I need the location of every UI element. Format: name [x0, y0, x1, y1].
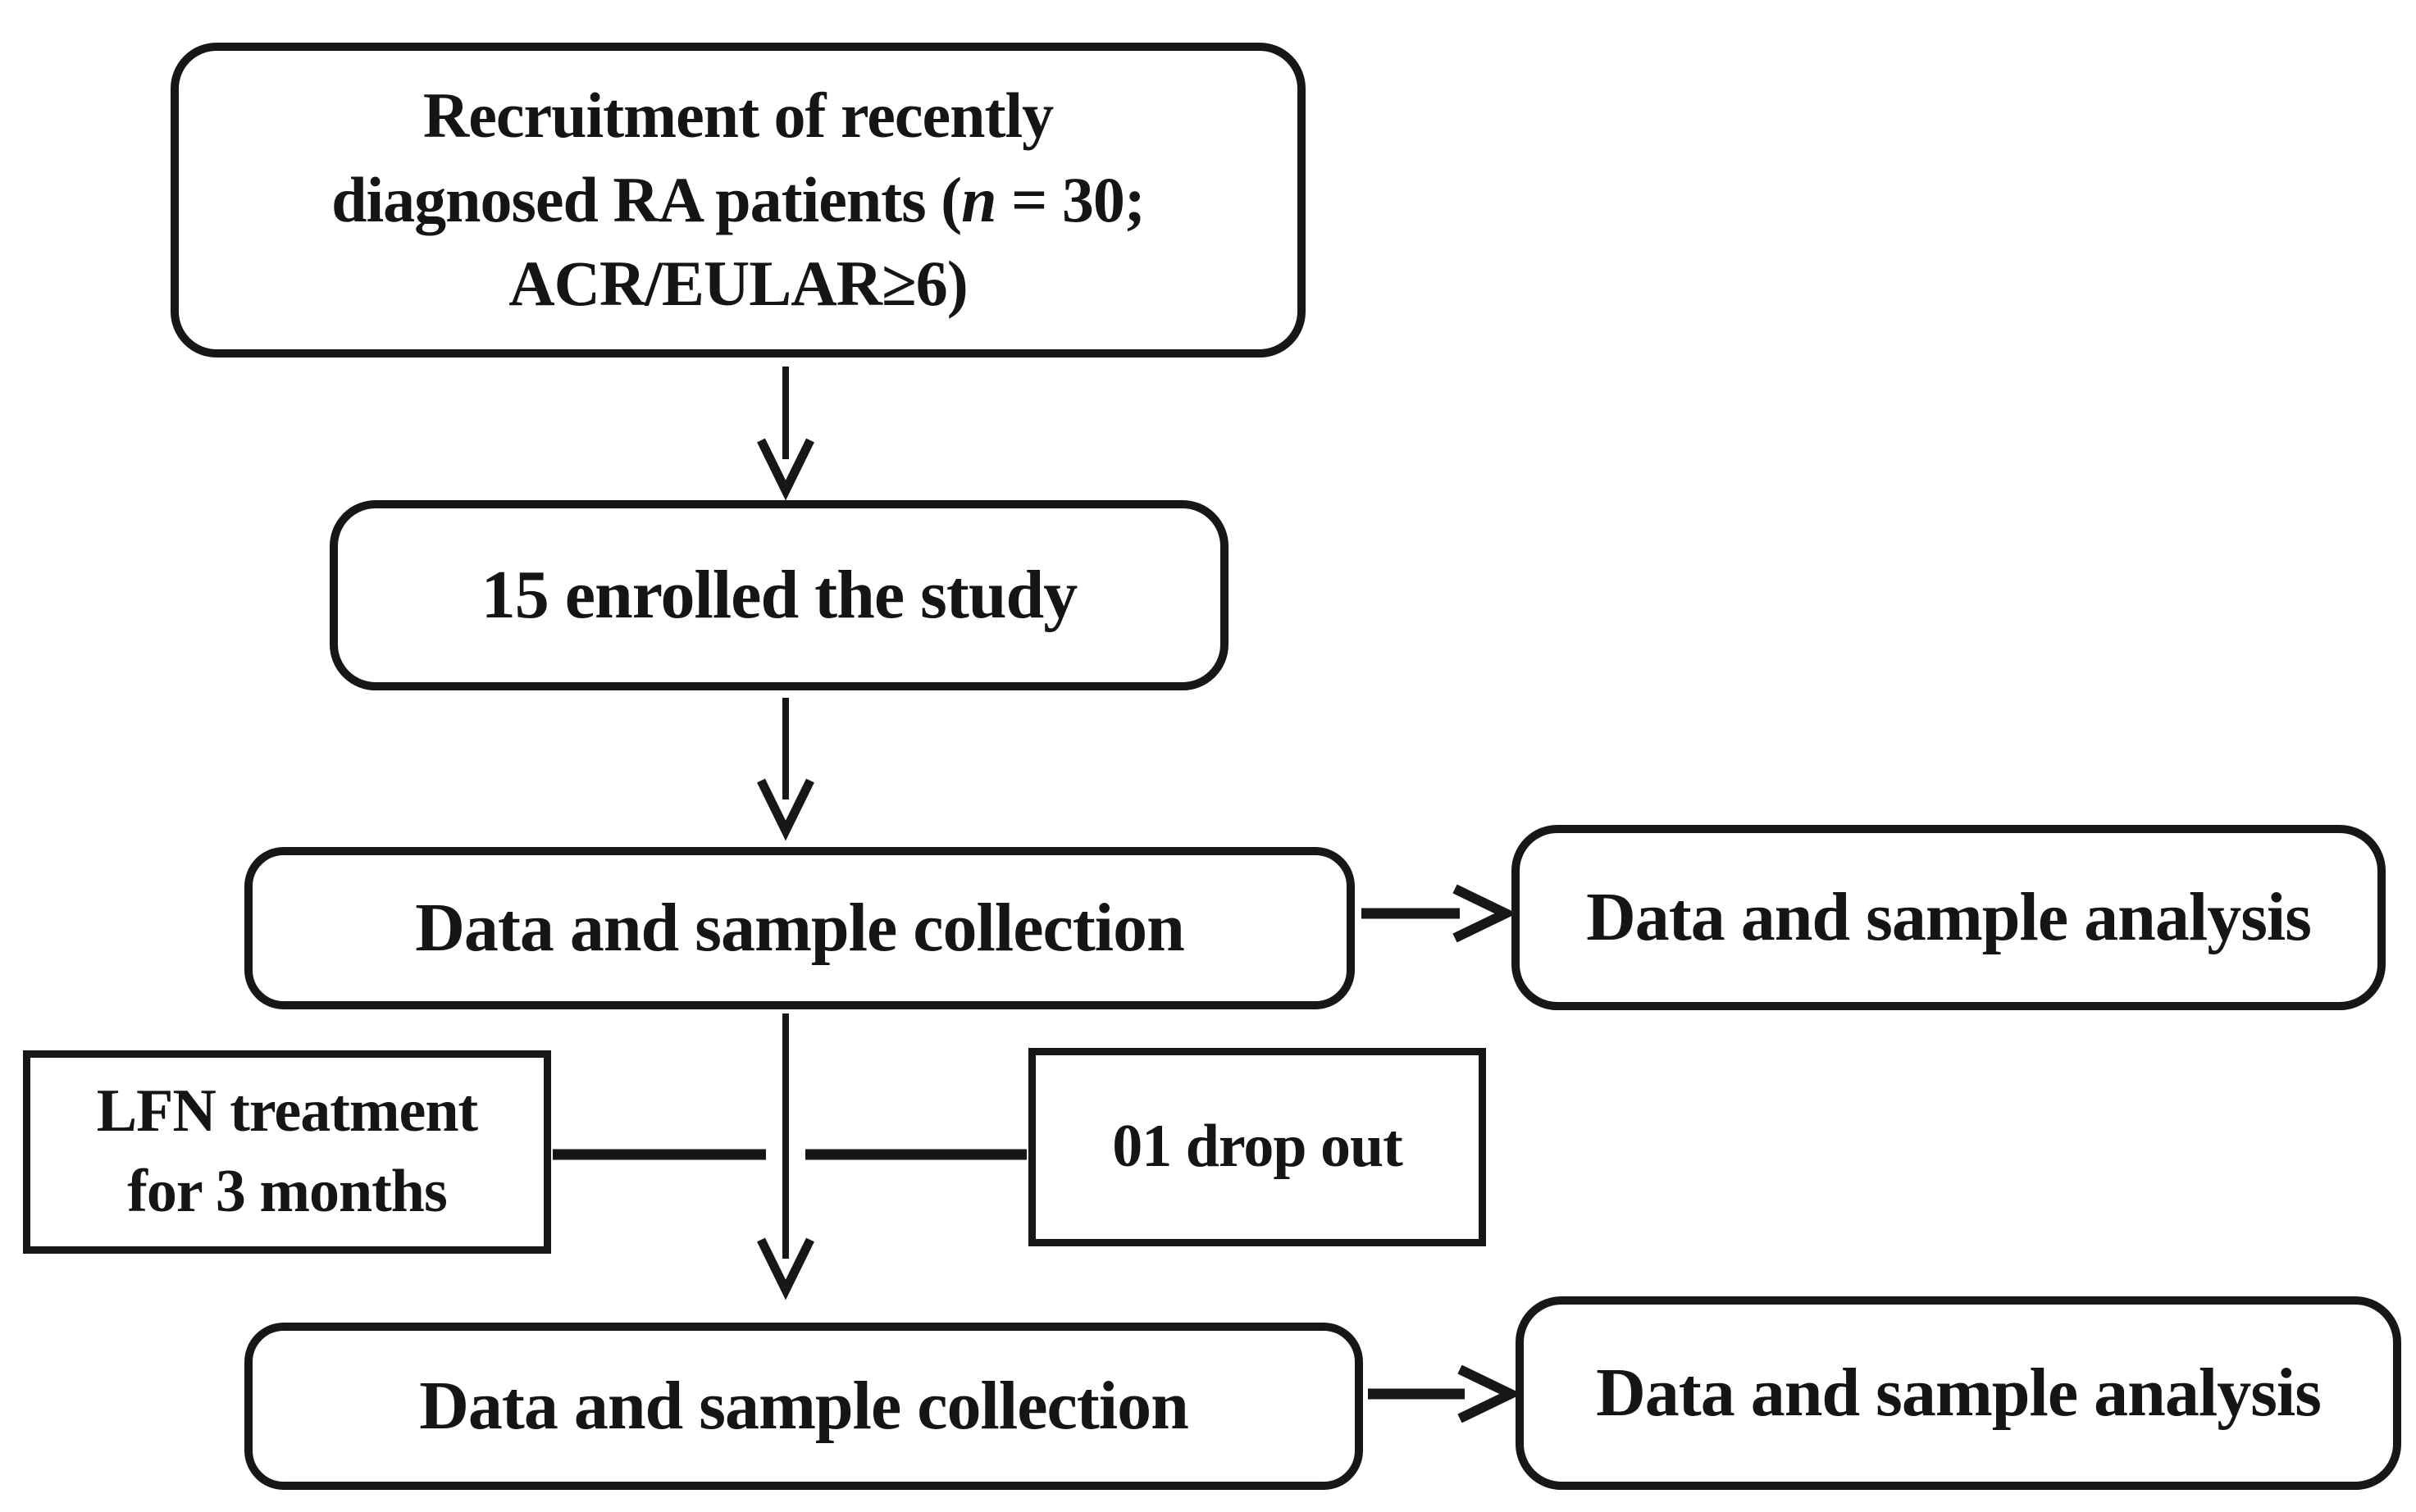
arrow-collection-to-analysis-baseline — [1361, 884, 1517, 943]
lfn-treatment-box: LFN treatment for 3 months — [23, 1050, 551, 1254]
analysis-baseline-label: Data and sample analysis — [1586, 878, 2312, 955]
recruitment-line2-post: = 30; — [996, 163, 1146, 235]
collection-followup-box: Data and sample collection — [244, 1323, 1363, 1490]
analysis-followup-box: Data and sample analysis — [1516, 1296, 2401, 1490]
lfn-treatment-line2: for 3 months — [127, 1158, 448, 1225]
arrow-recruitment-to-enrolled — [757, 367, 814, 501]
collection-baseline-box: Data and sample collection — [244, 847, 1355, 1009]
recruitment-n-italic: n — [961, 163, 996, 235]
drop-out-label: 01 drop out — [1112, 1113, 1403, 1181]
collection-baseline-label: Data and sample collection — [415, 889, 1185, 966]
recruitment-text: Recruitment of recently diagnosed RA pat… — [331, 74, 1146, 327]
enrolled-box: 15 enrolled the study — [330, 500, 1229, 690]
arrow-collection-to-analysis-followup — [1368, 1364, 1522, 1423]
lfn-treatment-line1: LFN treatment — [96, 1077, 478, 1145]
recruitment-line2-pre: diagnosed RA patients ( — [331, 163, 962, 235]
recruitment-line1: Recruitment of recently — [422, 79, 1054, 151]
arrow-enrolled-to-collection — [757, 698, 814, 841]
lfn-treatment-text: LFN treatment for 3 months — [96, 1072, 478, 1232]
enrolled-label: 15 enrolled the study — [481, 556, 1078, 633]
recruitment-line3: ACR/EULAR≥6) — [508, 248, 968, 320]
arrow-collection-to-followup-collection — [757, 1013, 814, 1300]
recruitment-box: Recruitment of recently diagnosed RA pat… — [171, 43, 1306, 358]
drop-out-box: 01 drop out — [1028, 1048, 1486, 1246]
analysis-baseline-box: Data and sample analysis — [1511, 825, 2386, 1010]
collection-followup-label: Data and sample collection — [419, 1367, 1189, 1444]
analysis-followup-label: Data and sample analysis — [1596, 1354, 2322, 1431]
